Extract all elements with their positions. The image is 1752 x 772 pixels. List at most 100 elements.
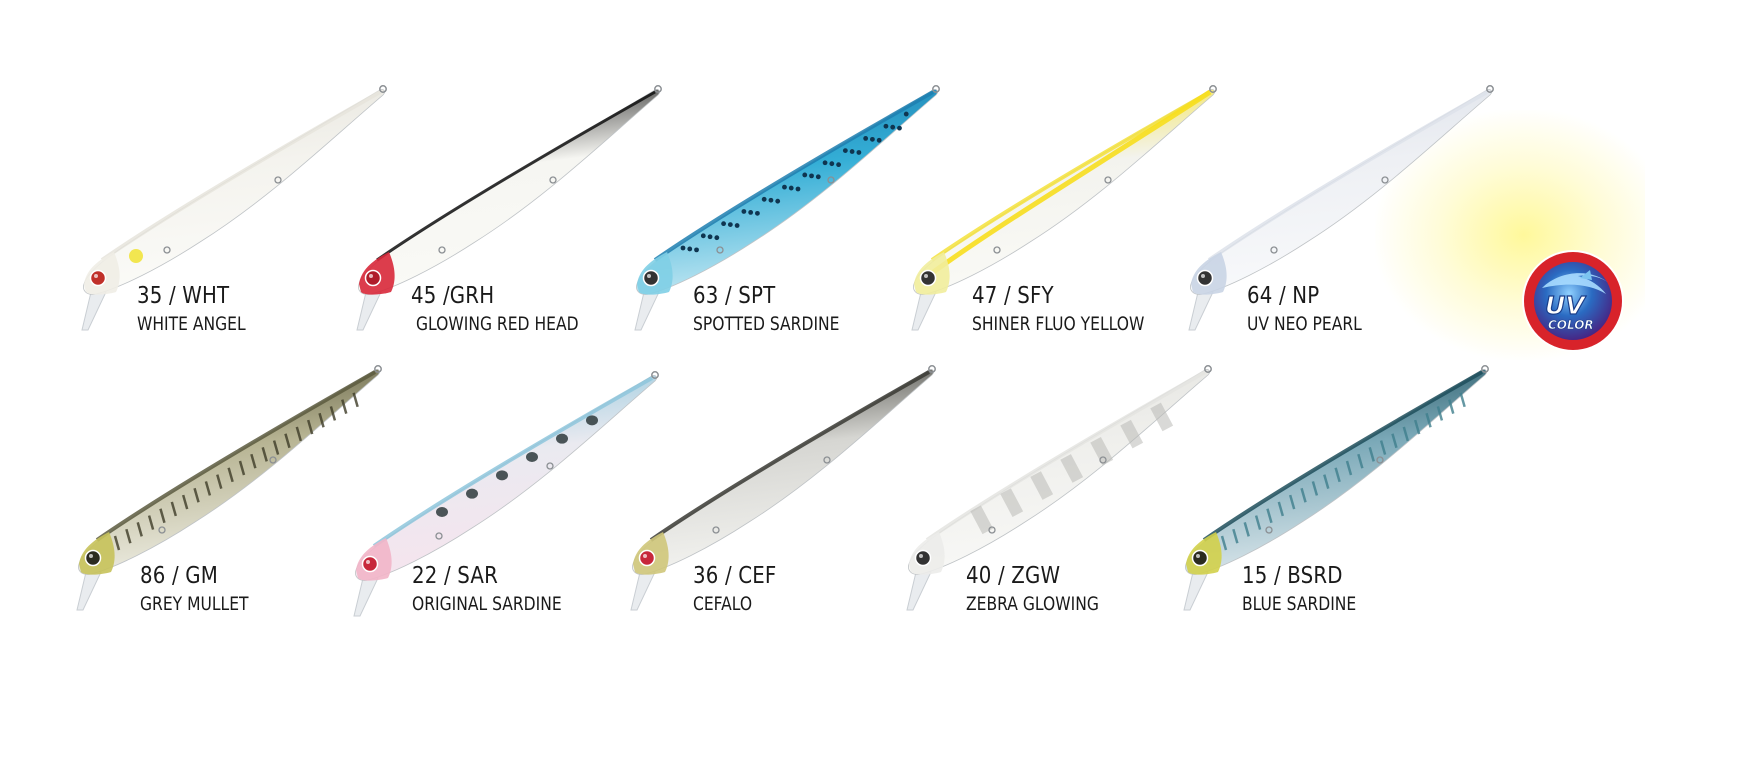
lure-card: 47 / SFY SHINER FLUO YELLOW (910, 80, 1230, 380)
lure-hook-hanger (546, 462, 554, 470)
lure-back-stripe (925, 370, 1206, 542)
lure-body (83, 89, 385, 295)
lure-eye (638, 549, 656, 567)
lure-hook-hanger (1099, 456, 1107, 464)
lure-eye (89, 269, 107, 287)
lure-tie-ring (1204, 365, 1212, 373)
lure-image (81, 85, 387, 331)
lure-card: 86 / GM GREY MULLET (75, 360, 395, 660)
lure-body (908, 369, 1210, 575)
lure-hook-hanger (823, 456, 831, 464)
lure-body (636, 89, 938, 295)
lure-hook-hanger (1381, 176, 1389, 184)
lure-hook-hanger (716, 246, 724, 254)
lure-color-code: 15 / BSRD (1242, 563, 1343, 589)
lure-back-stripe (372, 376, 653, 548)
lure-hook-hanger (158, 526, 166, 534)
lure-back-stripe (1207, 90, 1488, 262)
lure-pattern (680, 111, 909, 253)
lure-color-name: GLOWING RED HEAD (416, 314, 579, 335)
lure-color-name: BLUE SARDINE (1242, 594, 1357, 615)
lure-hook-hanger (712, 526, 720, 534)
lure-color-name: GREY MULLET (140, 594, 249, 615)
lure-color-code: 47 / SFY (972, 283, 1054, 309)
lure-card: 15 / BSRD BLUE SARDINE (1182, 360, 1502, 660)
lure-card: 22 / SAR ORIGINAL SARDINE (352, 366, 672, 666)
lure-eye (914, 549, 932, 567)
lure-hook-hanger (1376, 456, 1384, 464)
lure-back-stripe (100, 90, 381, 262)
lure-color-name: CEFALO (693, 594, 753, 615)
lure-image (353, 371, 659, 617)
lure-eye (1196, 269, 1214, 287)
lure-tie-ring (1209, 85, 1217, 93)
lure-image (911, 85, 1217, 331)
lure-tie-ring (654, 85, 662, 93)
lure-tie-ring (1486, 85, 1494, 93)
lure-tie-ring (379, 85, 387, 93)
lure-body (358, 89, 660, 295)
lure-pattern (970, 402, 1174, 535)
lure-color-name: SPOTTED SARDINE (693, 314, 840, 335)
lure-color-code: 22 / SAR (412, 563, 498, 589)
lure-image (634, 85, 940, 331)
uv-badge-label: UV (1545, 291, 1586, 320)
lure-back-stripe (95, 370, 376, 542)
lure-hook-hanger (993, 246, 1001, 254)
lure-back-stripe (930, 90, 1211, 262)
lure-hook-hanger (274, 176, 282, 184)
lure-card: 63 / SPT SPOTTED SARDINE (633, 80, 953, 380)
lure-hook-hanger (269, 456, 277, 464)
lure-hook-hanger (163, 246, 171, 254)
lure-hook-hanger (1270, 246, 1278, 254)
lure-eye (361, 555, 379, 573)
lure-eye (642, 269, 660, 287)
lure-pattern (1220, 392, 1466, 551)
lure-card: 36 / CEF CEFALO (629, 360, 949, 660)
lure-body (1190, 89, 1492, 295)
lure-card: 35 / WHT WHITE ANGEL (80, 80, 400, 380)
lure-pattern (436, 415, 598, 517)
lure-hook-hanger (435, 532, 443, 540)
uv-color-badge-icon: UV COLOR (1522, 250, 1624, 352)
lure-pattern (113, 392, 359, 551)
lure-back-stripe (1202, 370, 1483, 542)
lure-tie-ring (374, 365, 382, 373)
lure-hook-hanger (988, 526, 996, 534)
lure-color-code: 40 / ZGW (966, 563, 1061, 589)
lure-tie-ring (651, 371, 659, 379)
lure-eye (364, 269, 382, 287)
lure-pattern (926, 89, 1212, 279)
lure-image (630, 365, 936, 611)
lure-image (906, 365, 1212, 611)
lure-eye (84, 549, 102, 567)
lure-hook-hanger (549, 176, 557, 184)
lure-pattern (129, 249, 143, 263)
lure-image (1188, 85, 1494, 331)
lure-hook-hanger (438, 246, 446, 254)
lure-hook-hanger (1104, 176, 1112, 184)
lure-back-stripe (649, 370, 930, 542)
lure-back-stripe (653, 90, 934, 262)
lure-image (76, 365, 382, 611)
lure-hook-hanger (827, 176, 835, 184)
lure-eye (919, 269, 937, 287)
lure-color-code: 64 / NP (1247, 283, 1320, 309)
lure-color-name: WHITE ANGEL (137, 314, 246, 335)
lure-color-code: 63 / SPT (693, 283, 776, 309)
lure-color-code: 86 / GM (140, 563, 219, 589)
lure-body (632, 369, 934, 575)
lure-eye (1191, 549, 1209, 567)
lure-color-code: 36 / CEF (693, 563, 777, 589)
lure-color-name: SHINER FLUO YELLOW (972, 314, 1145, 335)
lure-color-name: ORIGINAL SARDINE (412, 594, 562, 615)
lure-tie-ring (932, 85, 940, 93)
lure-color-code: 35 / WHT (137, 283, 230, 309)
lure-back-stripe (376, 90, 656, 262)
lure-tie-ring (1481, 365, 1489, 373)
lure-image (1183, 365, 1489, 611)
lure-tie-ring (928, 365, 936, 373)
